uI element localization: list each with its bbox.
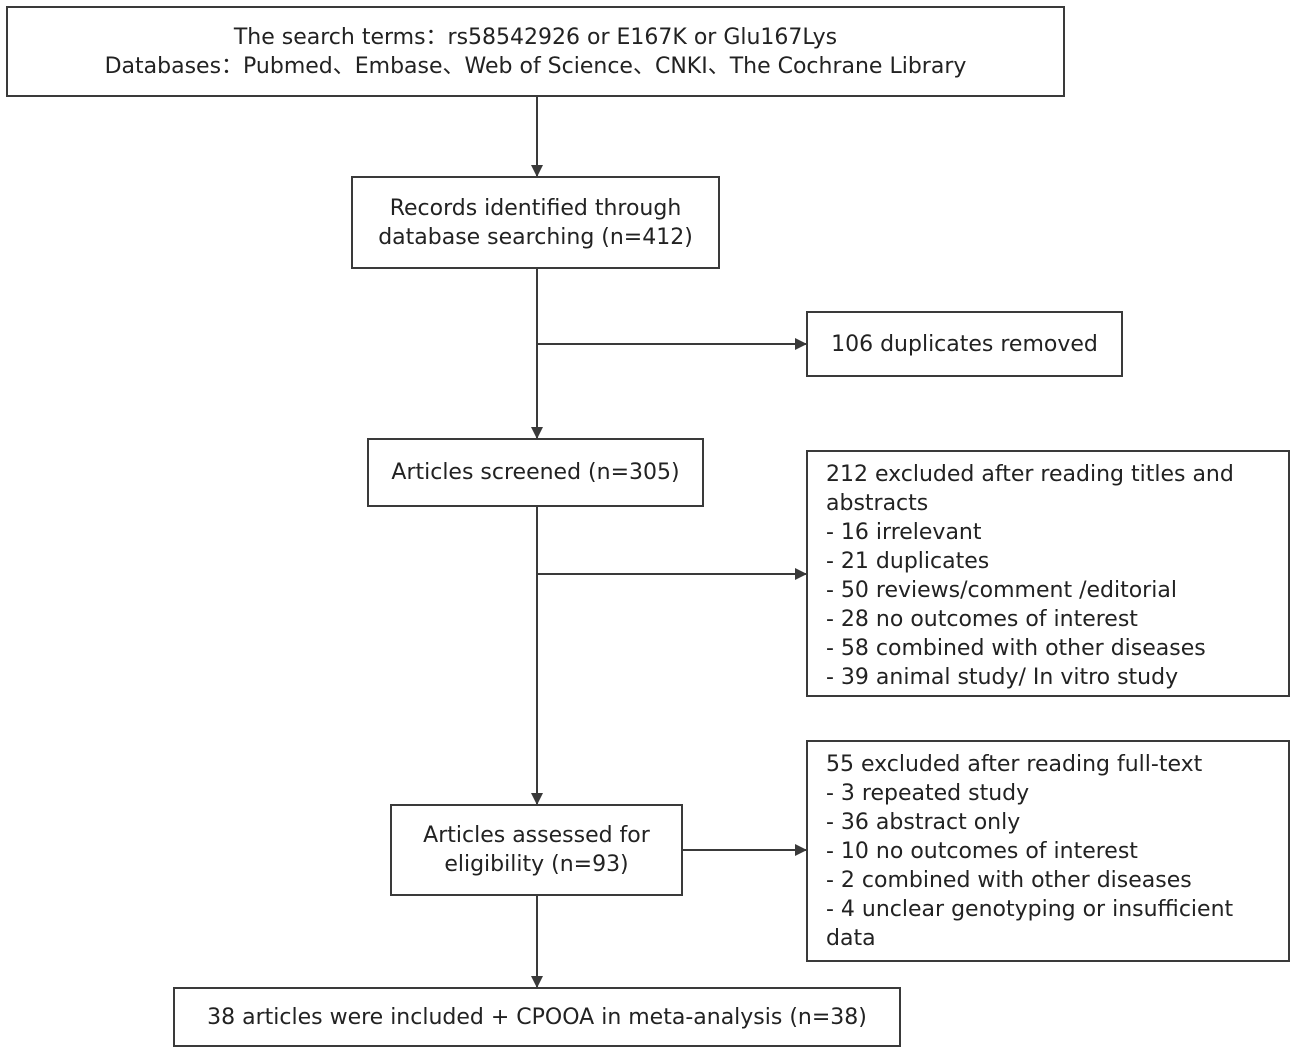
search-terms-text: The search terms：rs58542926 or E167K or … (233, 24, 838, 50)
duplicates-removed-text: 106 duplicates removed (831, 331, 1098, 357)
articles-screened-text: Articles screened (n=305) (391, 460, 680, 485)
excluded-reason-item: - 2 combined with other diseases (826, 868, 1192, 893)
articles-screened-box: Articles screened (n=305) (367, 438, 704, 507)
excluded-reason-item: - 21 duplicates (826, 549, 990, 574)
excluded-titles-heading: 212 excluded after reading titles and ab… (826, 462, 1234, 516)
excluded-reason-item: - 36 abstract only (826, 810, 1021, 835)
excluded-reason-item: - 10 no outcomes of interest (826, 839, 1138, 864)
excluded-reason-item: - 4 unclear genotyping or insufficient d… (826, 897, 1234, 951)
excluded-fulltext-box: 55 excluded after reading full-text - 3 … (806, 740, 1290, 962)
excluded-fulltext-heading: 55 excluded after reading full-text (826, 752, 1203, 777)
articles-included-box: 38 articles were included + CPOOA in met… (173, 987, 901, 1047)
excluded-reason-item: - 58 combined with other diseases (826, 636, 1206, 661)
records-identified-line1: Records identified through (389, 195, 682, 221)
databases-text: Databases：Pubmed、Embase、Web of Science、C… (104, 53, 967, 79)
records-identified-line2: database searching (n=412) (378, 224, 693, 250)
duplicates-removed-box: 106 duplicates removed (806, 311, 1123, 377)
records-identified-box: Records identified through database sear… (351, 176, 720, 269)
search-terms-box: The search terms：rs58542926 or E167K or … (6, 6, 1065, 97)
excluded-reason-item: - 28 no outcomes of interest (826, 607, 1138, 632)
articles-assessed-box: Articles assessed for eligibility (n=93) (390, 804, 683, 896)
excluded-reason-item: - 39 animal study/ In vitro study (826, 665, 1179, 690)
excluded-titles-abstracts-box: 212 excluded after reading titles and ab… (806, 450, 1290, 697)
articles-included-text: 38 articles were included + CPOOA in met… (207, 1004, 867, 1030)
articles-assessed-line2: eligibility (n=93) (444, 852, 629, 877)
articles-assessed-line1: Articles assessed for (423, 823, 650, 848)
excluded-reason-item: - 50 reviews/comment /editorial (826, 578, 1177, 603)
excluded-reason-item: - 16 irrelevant (826, 520, 982, 545)
excluded-reason-item: - 3 repeated study (826, 781, 1030, 806)
